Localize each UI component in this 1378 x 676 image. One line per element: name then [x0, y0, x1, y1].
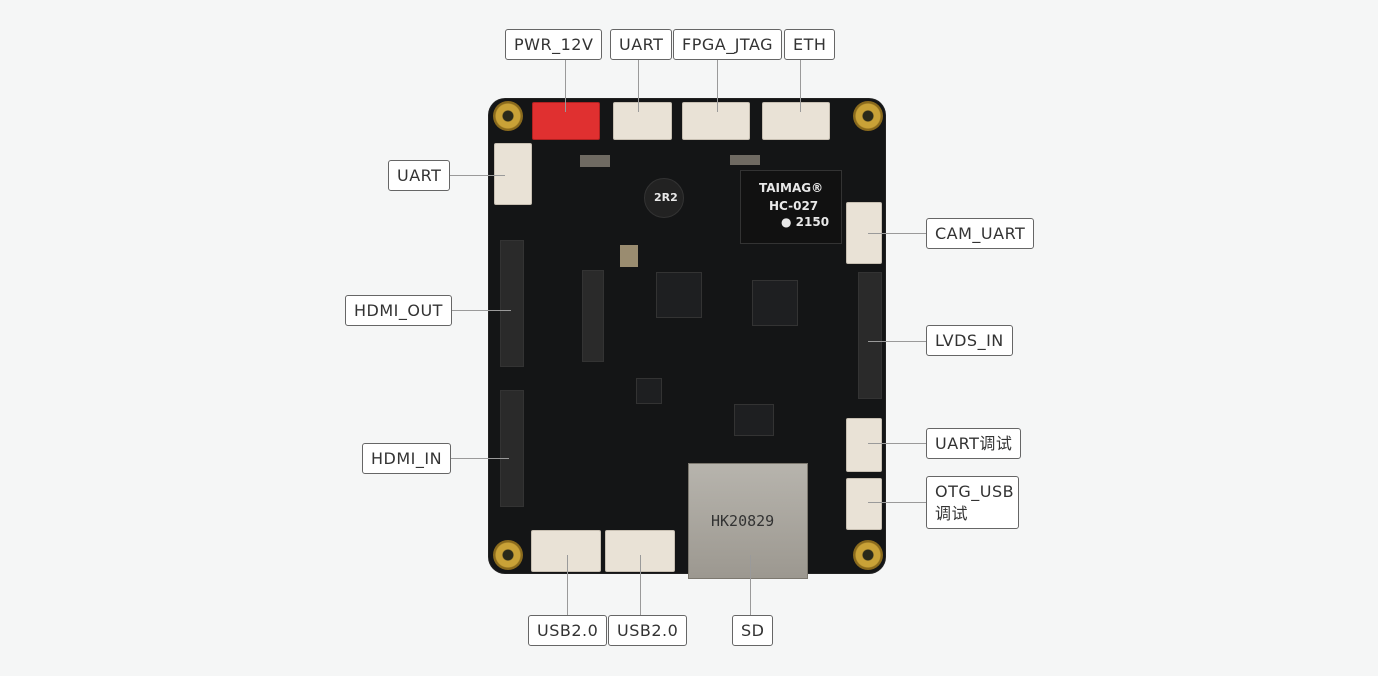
inductor: 2R2	[644, 178, 684, 218]
ic-chip	[752, 280, 798, 326]
leader-line	[638, 60, 639, 112]
ic-chip	[656, 272, 702, 318]
leader-line	[449, 458, 509, 459]
uart-side-connector	[494, 143, 532, 205]
ic-chip	[636, 378, 662, 404]
leader-line	[567, 555, 568, 615]
leader-line	[868, 502, 926, 503]
leader-line	[717, 60, 718, 112]
otg-usb-connector	[846, 478, 882, 530]
leader-line	[449, 175, 505, 176]
label-uart-debug: UART调试	[926, 428, 1022, 459]
label-cam-uart: CAM_UART	[926, 218, 1035, 249]
component	[580, 155, 610, 167]
brand-marking: TAIMAG®	[759, 181, 824, 195]
label-line: OTG_USB	[935, 482, 1015, 501]
ic-chip	[734, 404, 774, 436]
mounting-hole	[493, 540, 523, 570]
eth-magnetics: TAIMAG® HC-027 ● 2150	[740, 170, 842, 244]
label-uart-top: UART	[610, 29, 673, 60]
label-hdmi-out: HDMI_OUT	[345, 295, 452, 326]
label-usb2-a: USB2.0	[528, 615, 608, 646]
sd-card-marking: HK20829	[711, 512, 775, 530]
crystal	[620, 245, 638, 267]
leader-line	[750, 555, 751, 615]
label-lvds-in: LVDS_IN	[926, 325, 1013, 356]
leader-line	[868, 443, 926, 444]
eth-connector	[762, 102, 830, 140]
jtag-connector	[682, 102, 750, 140]
mounting-hole	[853, 101, 883, 131]
leader-line	[565, 60, 566, 112]
label-otg-usb-debug: OTG_USB 调试	[926, 476, 1019, 529]
label-line: 调试	[935, 504, 969, 523]
model-marking: HC-027	[769, 199, 819, 213]
sd-card-slot: HK20829	[688, 463, 808, 579]
hdmi-in-fpc	[500, 390, 524, 507]
component	[730, 155, 760, 165]
lvds-fpc	[858, 272, 882, 399]
hdmi-out-fpc	[500, 240, 524, 367]
mounting-hole	[853, 540, 883, 570]
leader-line	[449, 310, 511, 311]
label-hdmi-in: HDMI_IN	[362, 443, 452, 474]
label-sd: SD	[732, 615, 774, 646]
usb-connector	[531, 530, 601, 572]
leader-line	[640, 555, 641, 615]
label-eth: ETH	[784, 29, 836, 60]
leader-line	[868, 233, 926, 234]
label-usb2-b: USB2.0	[608, 615, 688, 646]
leader-line	[800, 60, 801, 112]
label-fpga-jtag: FPGA_JTAG	[673, 29, 783, 60]
uart-debug-connector	[846, 418, 882, 472]
power-connector	[532, 102, 600, 140]
mounting-hole	[493, 101, 523, 131]
label-uart-left: UART	[388, 160, 451, 191]
fpc-connector	[582, 270, 604, 362]
label-pwr-12v: PWR_12V	[505, 29, 603, 60]
date-marking: ● 2150	[781, 215, 830, 229]
leader-line	[868, 341, 926, 342]
inductor-marking: 2R2	[654, 191, 678, 204]
uart-connector	[613, 102, 672, 140]
